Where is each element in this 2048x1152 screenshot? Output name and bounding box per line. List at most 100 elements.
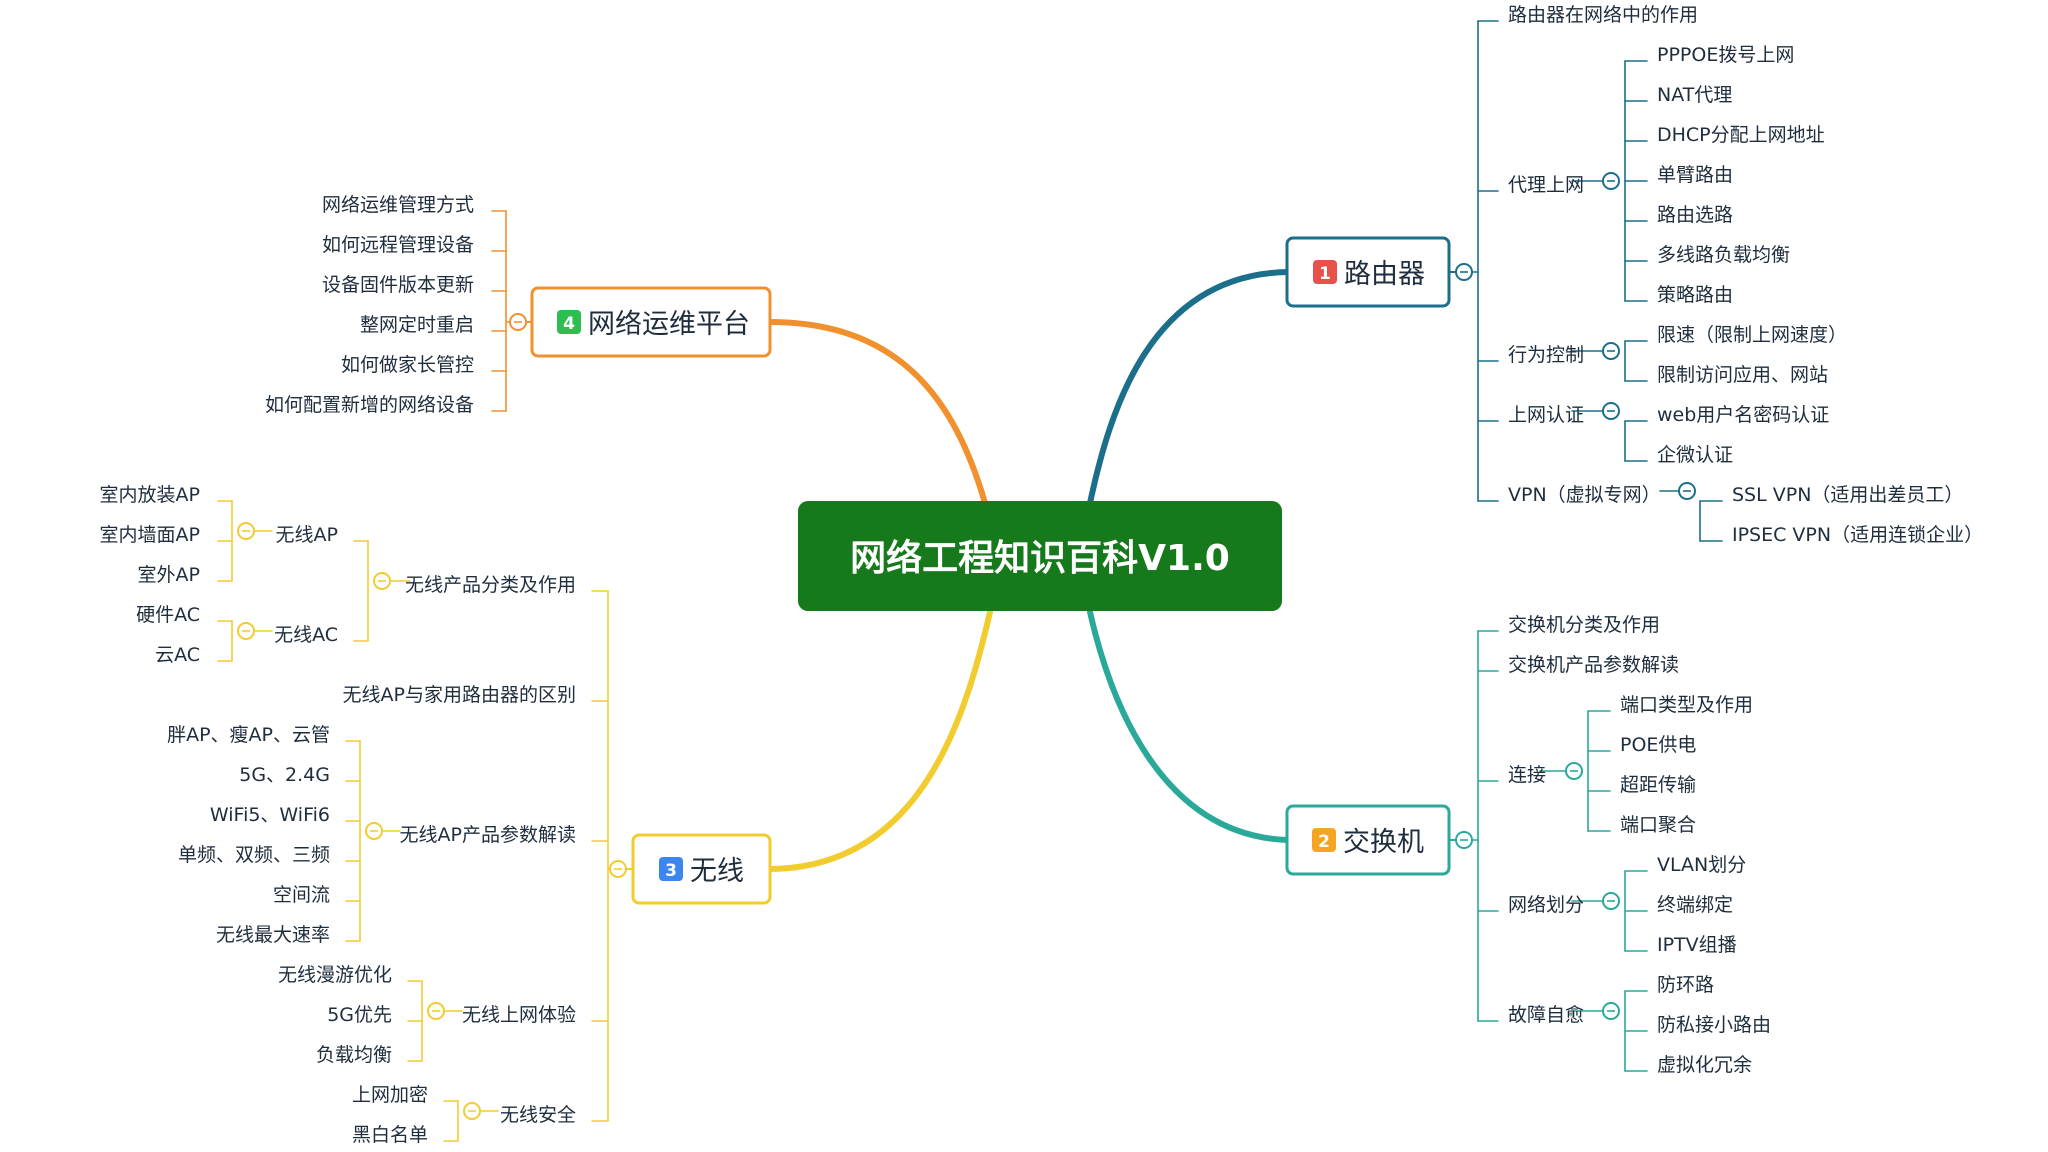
- collapse-toggle-icon[interactable]: [1602, 402, 1620, 420]
- wireless-ap-ticks: [217, 500, 233, 582]
- wireless-param-item[interactable]: 无线最大速率: [216, 924, 330, 946]
- switch-title: 交换机: [1343, 827, 1424, 858]
- collapse-toggle-icon[interactable]: [365, 822, 383, 840]
- ops-item[interactable]: 如何配置新增的网络设备: [265, 394, 474, 416]
- router-proxy-item[interactable]: 多线路负载均衡: [1657, 244, 1790, 266]
- ops-item[interactable]: 如何远程管理设备: [322, 234, 474, 256]
- switch-topic-params[interactable]: 交换机产品参数解读: [1508, 654, 1679, 676]
- wireless-param-item[interactable]: 5G、2.4G: [239, 764, 330, 786]
- router-topic-behavior[interactable]: 行为控制: [1508, 344, 1584, 366]
- wireless-ap-item[interactable]: 室内墙面AP: [100, 524, 200, 546]
- switch-healing-item[interactable]: 防私接小路由: [1657, 1014, 1771, 1036]
- router-auth-item[interactable]: 企微认证: [1657, 444, 1733, 466]
- collapse-toggle-icon[interactable]: [373, 572, 391, 590]
- root-node[interactable]: 网络工程知识百科V1.0: [798, 501, 1282, 611]
- switch-topic-segment[interactable]: 网络划分: [1508, 894, 1584, 916]
- router-branch-curve: [1087, 269, 1290, 506]
- router-behavior-item[interactable]: 限制访问应用、网站: [1657, 364, 1828, 386]
- ops-branch-curve: [767, 319, 988, 506]
- wireless-topic-security[interactable]: 无线安全: [500, 1104, 576, 1126]
- wireless-params-ticks: [345, 740, 361, 942]
- wireless-ac-item[interactable]: 硬件AC: [136, 604, 200, 626]
- collapse-toggle-icon[interactable]: [1565, 762, 1583, 780]
- wireless-experience-item[interactable]: 5G优先: [327, 1004, 392, 1026]
- switch-healing-item[interactable]: 虚拟化冗余: [1657, 1054, 1752, 1076]
- router-topic-vpn[interactable]: VPN（虚拟专网）: [1508, 484, 1661, 506]
- collapse-toggle-icon[interactable]: [1602, 1002, 1620, 1020]
- router-title: 路由器: [1344, 259, 1425, 290]
- wireless-topic-difference[interactable]: 无线AP与家用路由器的区别: [343, 684, 576, 706]
- wireless-cat-ticks: [353, 540, 369, 642]
- router-proxy-item[interactable]: 策略路由: [1657, 284, 1733, 306]
- router-behavior-ticks: [1624, 340, 1648, 382]
- router-topic-role[interactable]: 路由器在网络中的作用: [1508, 4, 1698, 26]
- switch-segment-item[interactable]: 终端绑定: [1657, 894, 1733, 916]
- router-vpn-item[interactable]: SSL VPN（适用出差员工）: [1732, 484, 1963, 506]
- switch-healing-ticks: [1624, 990, 1648, 1072]
- wireless-sub-ac[interactable]: 无线AC: [274, 624, 338, 646]
- switch-connect-item[interactable]: POE供电: [1620, 734, 1696, 756]
- ops-l1-ticks: [491, 210, 507, 412]
- router-topic-auth[interactable]: 上网认证: [1508, 404, 1584, 426]
- collapse-toggle-icon[interactable]: [1455, 831, 1473, 849]
- switch-connect-item[interactable]: 端口聚合: [1620, 814, 1696, 836]
- switch-topic-types[interactable]: 交换机分类及作用: [1508, 614, 1660, 636]
- collapse-toggle-icon[interactable]: [427, 1002, 445, 1020]
- ops-item[interactable]: 网络运维管理方式: [322, 194, 474, 216]
- wireless-param-item[interactable]: WiFi5、WiFi6: [210, 804, 330, 826]
- switch-topic-healing[interactable]: 故障自愈: [1508, 1004, 1584, 1026]
- wireless-topic-experience[interactable]: 无线上网体验: [462, 1004, 576, 1026]
- wireless-security-item[interactable]: 上网加密: [352, 1084, 428, 1106]
- router-behavior-item[interactable]: 限速（限制上网速度）: [1657, 324, 1847, 346]
- switch-topic-connect[interactable]: 连接: [1508, 764, 1546, 786]
- wireless-ap-item[interactable]: 室内放装AP: [100, 484, 200, 506]
- collapse-toggle-icon[interactable]: [237, 522, 255, 540]
- wireless-experience-item[interactable]: 负载均衡: [316, 1044, 392, 1066]
- router-proxy-item[interactable]: NAT代理: [1657, 84, 1732, 106]
- wireless-topic-params[interactable]: 无线AP产品参数解读: [400, 824, 576, 846]
- switch-segment-item[interactable]: IPTV组播: [1657, 934, 1737, 956]
- wireless-security-item[interactable]: 黑白名单: [352, 1124, 428, 1146]
- wireless-ac-item[interactable]: 云AC: [155, 644, 200, 666]
- wireless-ap-item[interactable]: 室外AP: [138, 564, 200, 586]
- router-proxy-item[interactable]: DHCP分配上网地址: [1657, 124, 1825, 146]
- ops-item[interactable]: 如何做家长管控: [341, 354, 474, 376]
- branch-ops[interactable]: 4 网络运维平台: [530, 286, 772, 358]
- collapse-toggle-icon[interactable]: [463, 1102, 481, 1120]
- wireless-experience-item[interactable]: 无线漫游优化: [278, 964, 392, 986]
- switch-branch-curve: [1087, 609, 1290, 843]
- collapse-toggle-icon[interactable]: [1678, 482, 1696, 500]
- wireless-param-item[interactable]: 胖AP、瘦AP、云管: [167, 724, 330, 746]
- collapse-toggle-icon[interactable]: [609, 860, 627, 878]
- wireless-param-item[interactable]: 空间流: [273, 884, 330, 906]
- branch-switch[interactable]: 2 交换机: [1285, 804, 1451, 876]
- router-proxy-item[interactable]: 单臂路由: [1657, 164, 1733, 186]
- ops-item[interactable]: 设备固件版本更新: [322, 274, 474, 296]
- wireless-topic-categories[interactable]: 无线产品分类及作用: [405, 574, 576, 596]
- switch-connect-item[interactable]: 端口类型及作用: [1620, 694, 1753, 716]
- wireless-param-item[interactable]: 单频、双频、三频: [178, 844, 330, 866]
- branch-router[interactable]: 1 路由器: [1285, 236, 1451, 308]
- collapse-toggle-icon[interactable]: [509, 313, 527, 331]
- ops-item[interactable]: 整网定时重启: [360, 314, 474, 336]
- switch-segment-item[interactable]: VLAN划分: [1657, 854, 1746, 876]
- wireless-ac-ticks: [217, 620, 233, 662]
- collapse-toggle-icon[interactable]: [1602, 172, 1620, 190]
- router-topic-proxy[interactable]: 代理上网: [1508, 174, 1584, 196]
- router-proxy-item[interactable]: 路由选路: [1657, 204, 1733, 226]
- collapse-toggle-icon[interactable]: [1602, 342, 1620, 360]
- switch-connect-item[interactable]: 超距传输: [1620, 774, 1696, 796]
- wireless-branch-curve: [767, 609, 993, 872]
- router-proxy-item[interactable]: PPPOE拨号上网: [1657, 44, 1794, 66]
- switch-healing-item[interactable]: 防环路: [1657, 974, 1714, 996]
- router-auth-item[interactable]: web用户名密码认证: [1657, 404, 1829, 426]
- collapse-toggle-icon[interactable]: [237, 622, 255, 640]
- router-vpn-item[interactable]: IPSEC VPN（适用连锁企业）: [1732, 524, 1983, 546]
- switch-badge: 2: [1318, 832, 1330, 852]
- wireless-sub-ap[interactable]: 无线AP: [276, 524, 338, 546]
- collapse-toggle-icon[interactable]: [1455, 263, 1473, 281]
- branch-wireless[interactable]: 3 无线: [631, 833, 772, 905]
- collapse-toggle-icon[interactable]: [1602, 892, 1620, 910]
- wireless-sec-ticks: [443, 1100, 459, 1142]
